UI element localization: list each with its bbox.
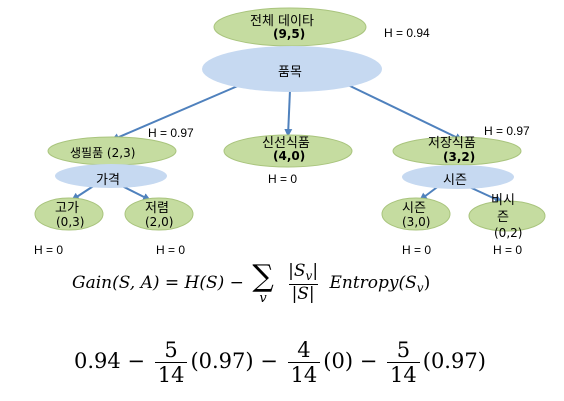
right-branch-node: [392, 136, 522, 166]
leaf-offseason-counts: (0,2): [494, 226, 523, 240]
calc-fraction-3-den: 14: [387, 362, 420, 387]
middle-branch-label: 신선식품: [262, 136, 310, 151]
calc-term-3: (0.97): [422, 349, 486, 374]
tree-nodes: [34, 7, 546, 232]
leaf-season-counts: (3,0): [402, 215, 431, 229]
left-branch-label: 생필품 (2,3): [70, 146, 136, 160]
middle-branch-node: [223, 134, 353, 168]
gain-formula-lhs: Gain(S, A) = H(S) −: [72, 273, 244, 293]
root-split-label: 품목: [278, 65, 302, 80]
edge-price-to-expensive: [71, 184, 96, 201]
calc-fraction-1: 5 14: [154, 338, 188, 387]
calc-term-1: (0.97) −: [190, 349, 278, 374]
numerator-text: |S: [288, 261, 306, 282]
root-entropy: H = 0.94: [384, 26, 430, 40]
gain-formula: Gain(S, A) = H(S) − ∑ v |Sv| |S| Entropy…: [72, 259, 431, 306]
leaf-cheap-counts: (2,0): [145, 215, 174, 229]
calc-fraction-1-num: 5: [164, 338, 178, 362]
root-split-node: [202, 46, 382, 92]
root-node: [213, 7, 367, 47]
edge-root-to-left: [111, 84, 241, 141]
leaf-node-cheap: [124, 197, 194, 231]
leaf-node-season: [381, 197, 451, 231]
gain-calculation: 0.94 − 5 14 (0.97) − 4 14 (0) − 5 14 (0.…: [74, 338, 486, 387]
numerator-subscript: v: [305, 269, 313, 284]
leaf-node-offseason: [468, 200, 546, 232]
calc-start: 0.94 −: [74, 349, 146, 374]
leaf-expensive-counts: (0,3): [56, 215, 85, 229]
middle-branch-entropy: H = 0: [268, 172, 298, 186]
middle-branch-counts: (4,0): [273, 149, 306, 163]
calc-fraction-3: 5 14: [387, 338, 420, 387]
decision-tree: [34, 7, 546, 232]
left-split-label: 가격: [96, 173, 120, 188]
edge-root-to-right: [347, 84, 463, 141]
leaf-offseason-entropy: H = 0: [493, 243, 523, 257]
leaf-node-expensive: [34, 197, 104, 231]
calc-fraction-3-num: 5: [396, 338, 411, 362]
right-branch-label: 저장식품: [428, 136, 476, 151]
entropy-subscript: v: [416, 281, 424, 295]
calc-fraction-1-den: 14: [154, 362, 188, 387]
summation: ∑ v: [252, 259, 274, 306]
calc-fraction-2-den: 14: [287, 362, 321, 387]
numerator-end: |: [312, 261, 319, 282]
calc-term-2: (0) −: [323, 349, 378, 374]
calc-fraction-2: 4 14: [287, 338, 321, 387]
leaf-expensive-entropy: H = 0: [34, 243, 64, 257]
root-counts: (9,5): [273, 27, 306, 41]
right-split-label: 시즌: [443, 173, 467, 188]
left-split-node: [55, 164, 167, 188]
leaf-season-label: 시즌: [402, 201, 426, 216]
entropy-close: ): [423, 273, 431, 293]
leaf-offseason-label-line2: 즌: [497, 210, 509, 225]
leaf-cheap-entropy: H = 0: [156, 243, 186, 257]
leaf-offseason-label-line1: 비시: [491, 193, 515, 208]
left-branch-entropy: H = 0.97: [148, 126, 194, 140]
calc-fraction-2-num: 4: [297, 338, 311, 362]
right-split-node: [402, 165, 514, 189]
entropy-term: Entropy(S: [329, 273, 417, 293]
gain-fraction: |Sv| |S|: [285, 262, 321, 304]
summation-index: v: [259, 291, 267, 306]
edge-root-to-middle: [284, 89, 293, 137]
leaf-expensive-label: 고가: [55, 201, 79, 216]
leaf-cheap-label: 저렴: [145, 201, 169, 216]
right-branch-counts: (3,2): [443, 150, 476, 164]
leaf-season-entropy: H = 0: [402, 243, 432, 257]
right-branch-entropy: H = 0.97: [484, 124, 530, 138]
gain-fraction-denominator: |S|: [288, 284, 318, 305]
root-label: 전체 데이타: [250, 14, 314, 29]
gain-fraction-numerator: |Sv|: [285, 262, 321, 284]
